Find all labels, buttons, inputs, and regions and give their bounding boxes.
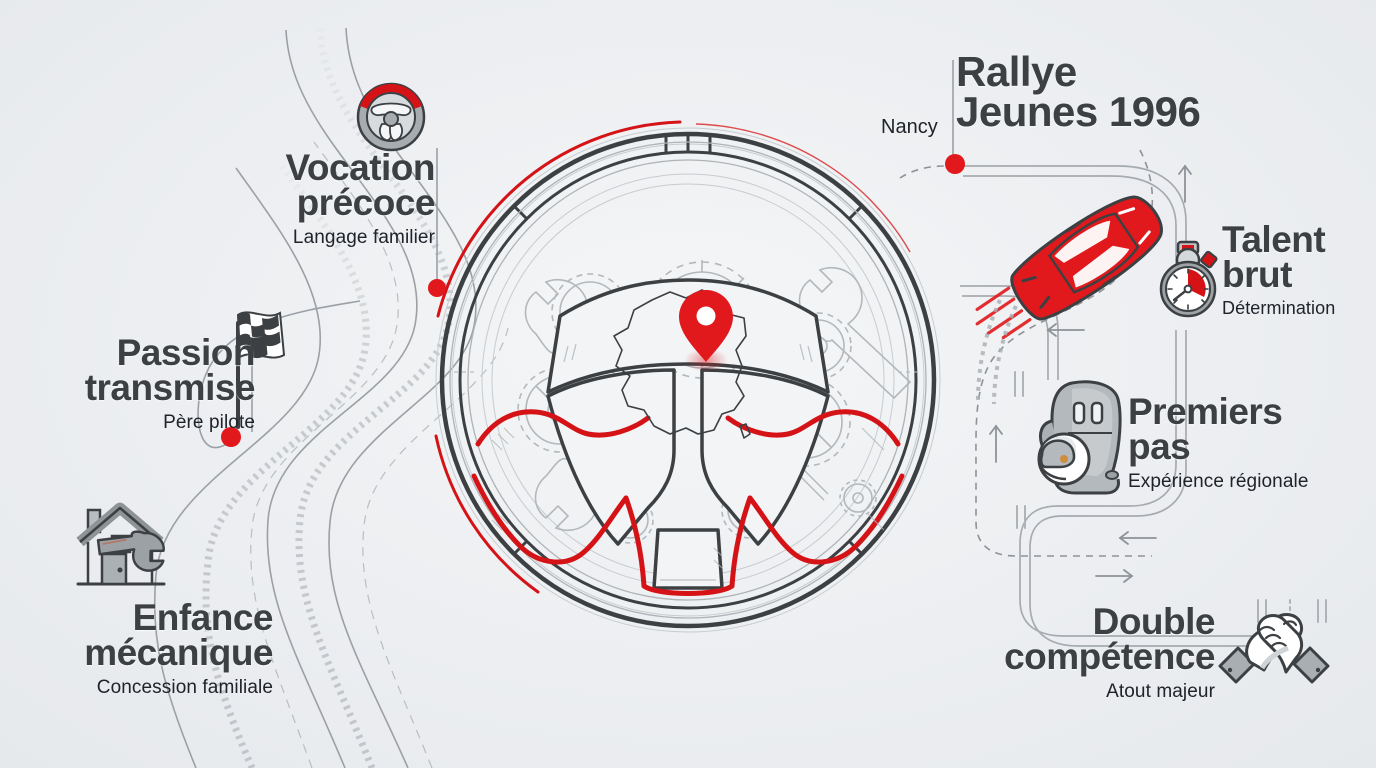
node-title: Rallye Jeunes 1996 (956, 48, 1201, 135)
racing-seat-helmet-icon (1032, 375, 1136, 502)
node-title: Passion transmise (84, 332, 256, 409)
handshake-icon (1218, 612, 1330, 703)
house-wrench-icon (70, 498, 178, 599)
node-enfance-mecanique: Enfance mécanique Concession familiale (58, 597, 273, 699)
connector-left-gray (197, 300, 361, 449)
node-title: Double compétence (1004, 601, 1215, 678)
node-title: Enfance mécanique (84, 597, 273, 674)
car-tire-marks (976, 299, 1018, 405)
node-subtitle: Atout majeur (1106, 681, 1215, 703)
checkered-flag-icon (226, 305, 294, 438)
map-city-label: Nancy (881, 116, 938, 139)
node-subtitle: Père pilote (163, 412, 255, 434)
node-rallye-jeunes-1996: Rallye Jeunes 1996 (956, 48, 1286, 135)
node-double-competence: Double compétence Atout majeur (995, 601, 1215, 703)
node-passion-transmise: Passion transmise Père pilote (40, 332, 256, 434)
red-spoke-accent (471, 409, 905, 596)
node-talent-brut: Talent brut Détermination (1222, 219, 1376, 319)
arrow-up-icon (989, 424, 1003, 463)
stopwatch-icon (1152, 238, 1226, 325)
node-premiers-pas: Premiers pas Expérience régionale (1128, 391, 1376, 493)
node-subtitle: Langage familier (292, 227, 435, 249)
city-name: Nancy (881, 116, 938, 138)
arrow-left-icon (1118, 531, 1157, 545)
car-body (1010, 195, 1163, 321)
node-subtitle: Détermination (1222, 298, 1336, 319)
tire-tracks (202, 27, 454, 768)
node-vocation-precoce: Vocation précoce Langage familier (200, 147, 436, 249)
arrow-left-icon (1046, 323, 1085, 337)
decor-ticks (1014, 371, 1327, 623)
red-dot-marker[interactable] (945, 154, 965, 174)
track-arrows (989, 164, 1192, 583)
tire-tracks-inner (250, 141, 509, 768)
node-subtitle: Expérience régionale (1128, 471, 1309, 493)
red-accent-arc (434, 120, 682, 594)
node-title: Talent brut (1222, 219, 1326, 296)
node-title: Vocation précoce (285, 147, 436, 224)
red-dot-marker[interactable] (428, 279, 446, 297)
steering-wheel-icon (352, 78, 430, 161)
node-title: Premiers pas (1128, 391, 1283, 468)
arrow-up-icon (1178, 164, 1192, 203)
arrow-right-icon (1095, 569, 1134, 583)
red-location-pin (679, 290, 733, 372)
helmet-icon (1037, 432, 1091, 486)
red-dot-marker[interactable] (221, 427, 241, 447)
node-subtitle: Concession familiale (96, 677, 273, 699)
